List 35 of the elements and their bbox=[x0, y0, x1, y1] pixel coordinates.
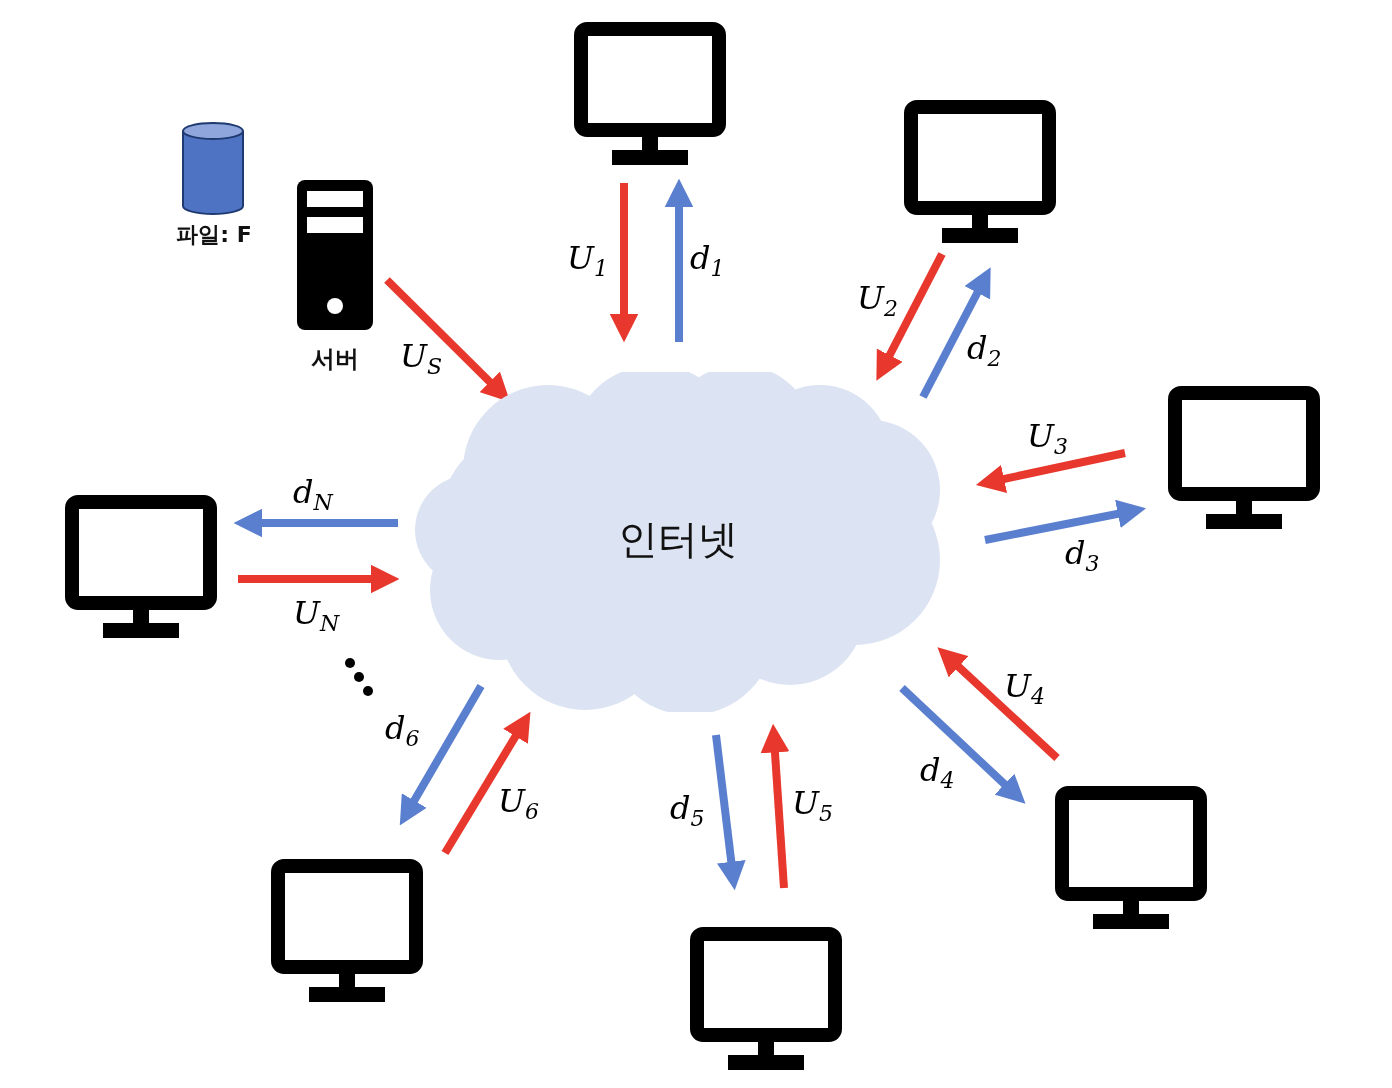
edge-label: U$_{5}$ bbox=[792, 785, 833, 829]
edge-label: d$_{2}$ bbox=[967, 330, 1002, 374]
node-label: 파일: F bbox=[175, 221, 253, 249]
computer-monitor-icon bbox=[1168, 386, 1320, 529]
arrow bbox=[712, 734, 746, 891]
computer-monitor-icon bbox=[271, 859, 423, 1002]
computer-monitor-icon bbox=[574, 22, 726, 165]
arrow bbox=[937, 647, 1060, 761]
edge-label: d$_{N}$ bbox=[293, 474, 333, 518]
arrow bbox=[441, 711, 531, 856]
edge-label: d$_{6}$ bbox=[385, 710, 420, 754]
edge-label: d$_{3}$ bbox=[1065, 535, 1100, 579]
computer-monitor-icon bbox=[690, 927, 842, 1070]
arrow bbox=[876, 252, 946, 381]
arrow bbox=[975, 449, 1126, 494]
node-label: 인터넷 bbox=[616, 515, 739, 564]
edge-label: d$_{4}$ bbox=[920, 752, 955, 796]
edge-label: d$_{1}$ bbox=[690, 240, 725, 284]
edge-label: U$_{N}$ bbox=[293, 595, 340, 639]
edge-label: U$_{4}$ bbox=[1004, 668, 1045, 712]
computer-monitor-icon bbox=[1055, 786, 1207, 929]
arrow bbox=[984, 499, 1147, 544]
arrow bbox=[919, 267, 991, 399]
arrow bbox=[760, 723, 790, 889]
node-label: 서버 bbox=[310, 344, 360, 375]
edge-label: U$_{6}$ bbox=[498, 783, 539, 827]
arrow bbox=[899, 685, 1026, 804]
edge-label: d$_{5}$ bbox=[670, 790, 705, 834]
edge-label: U$_{S}$ bbox=[400, 338, 443, 382]
edge-label: U$_{3}$ bbox=[1027, 418, 1068, 462]
computer-monitor-icon bbox=[904, 100, 1056, 243]
edge-label: U$_{1}$ bbox=[567, 240, 608, 284]
computer-monitor-icon bbox=[65, 495, 217, 638]
edge-label: U$_{2}$ bbox=[857, 280, 898, 324]
arrow bbox=[399, 684, 485, 826]
